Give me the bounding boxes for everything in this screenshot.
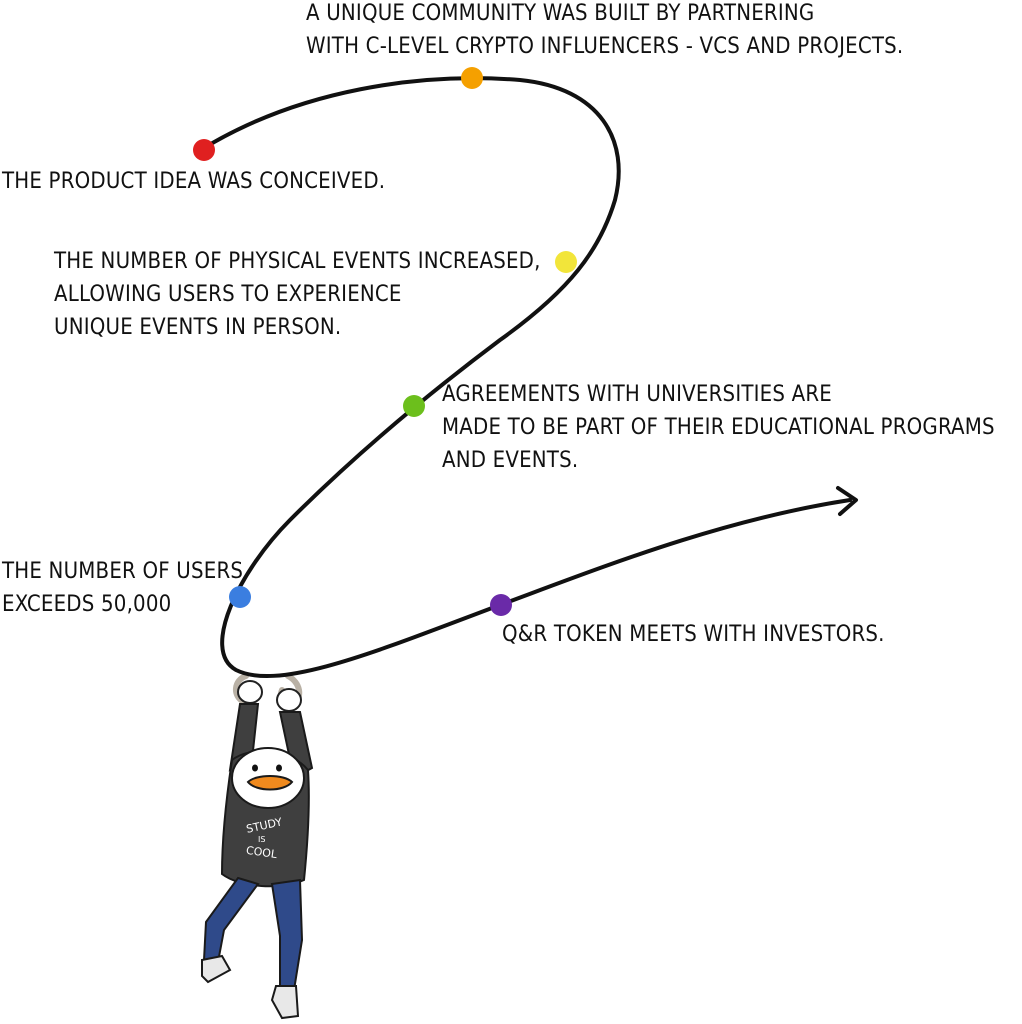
hoodie-print-3: COOL <box>245 844 278 861</box>
milestone-2-line-2: WITH C-LEVEL CRYPTO INFLUENCERS - VCS AN… <box>306 34 904 59</box>
milestone-5-line-2: EXCEEDS 50,000 <box>2 592 172 617</box>
milestone-3-line-2: ALLOWING USERS TO EXPERIENCE <box>54 282 402 307</box>
timeline-arrowhead <box>836 486 858 516</box>
milestone-4-line-3: AND EVENTS. <box>442 448 579 473</box>
hanging-character: STUDY IS COOL <box>201 673 314 1020</box>
milestone-1-line-1: THE PRODUCT IDEA WAS CONCEIVED. <box>2 169 386 194</box>
milestone-4-line-1: AGREEMENTS WITH UNIVERSITIES ARE <box>442 382 833 407</box>
milestone-label-5: THE NUMBER OF USERS EXCEEDS 50,000 <box>2 555 243 621</box>
left-eye <box>252 764 258 772</box>
milestone-label-1: THE PRODUCT IDEA WAS CONCEIVED. <box>2 165 385 198</box>
milestone-dot-3 <box>555 251 577 273</box>
milestone-dot-6 <box>490 594 512 616</box>
hoodie-print-2: IS <box>258 835 265 844</box>
milestone-label-6: Q&R TOKEN MEETS WITH INVESTORS. <box>502 618 885 651</box>
milestone-dot-4 <box>403 395 425 417</box>
milestone-2-line-1: A UNIQUE COMMUNITY WAS BUILT BY PARTNERI… <box>306 1 815 26</box>
milestone-dot-5 <box>229 586 251 608</box>
right-eye <box>276 764 282 772</box>
milestone-3-line-3: UNIQUE EVENTS IN PERSON. <box>54 315 342 340</box>
left-leg <box>202 876 260 964</box>
milestone-6-line-1: Q&R TOKEN MEETS WITH INVESTORS. <box>502 622 885 647</box>
milestone-5-line-1: THE NUMBER OF USERS <box>2 559 244 584</box>
left-shoe <box>201 954 232 984</box>
milestone-4-line-2: MADE TO BE PART OF THEIR EDUCATIONAL PRO… <box>442 415 995 440</box>
right-shoe <box>270 985 300 1020</box>
milestone-label-2: A UNIQUE COMMUNITY WAS BUILT BY PARTNERI… <box>306 0 903 63</box>
right-hand <box>276 688 302 712</box>
milestone-dot-2 <box>461 67 483 89</box>
beak <box>246 775 294 791</box>
right-leg <box>270 878 304 992</box>
milestone-label-3: THE NUMBER OF PHYSICAL EVENTS INCREASED,… <box>54 245 541 344</box>
milestone-label-4: AGREEMENTS WITH UNIVERSITIES ARE MADE TO… <box>442 378 995 477</box>
milestone-3-line-1: THE NUMBER OF PHYSICAL EVENTS INCREASED, <box>54 249 541 274</box>
milestone-dot-1 <box>193 139 215 161</box>
left-hand <box>237 680 263 704</box>
